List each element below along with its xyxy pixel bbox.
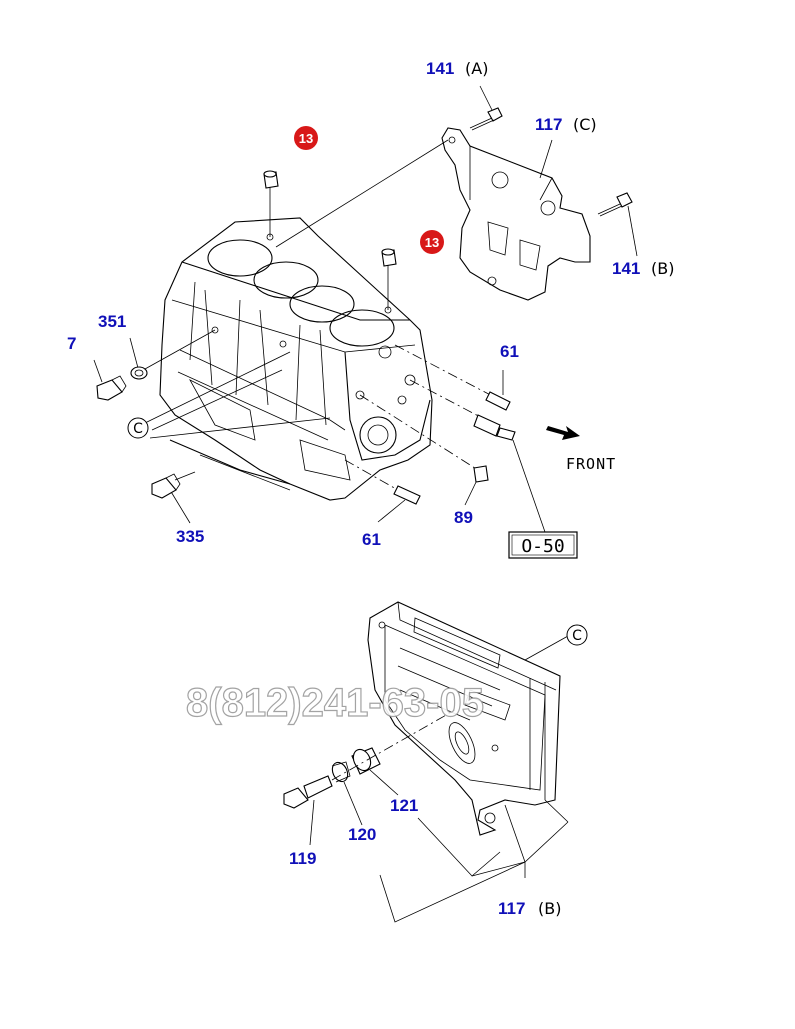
label-119[interactable]: 119	[289, 849, 316, 868]
center-lines	[344, 344, 501, 495]
label-141b-number: 141	[612, 259, 640, 278]
bolt-141b	[597, 192, 638, 257]
label-141b[interactable]: 141 (B)	[612, 259, 674, 278]
label-61-bottom[interactable]: 61	[362, 530, 381, 549]
ref-circle-lower-letter: C	[572, 628, 582, 644]
reference-box[interactable]: O-50	[508, 531, 578, 559]
reference-box-label: O-50	[521, 536, 564, 557]
label-121[interactable]: 121	[390, 796, 418, 815]
label-141a[interactable]: 141 (A)	[426, 59, 488, 78]
front-arrow	[546, 426, 580, 440]
plate-117b	[367, 601, 561, 836]
plate-117c	[441, 127, 591, 301]
label-117c-letter: (C)	[573, 115, 597, 134]
leader-lines-lower	[309, 635, 569, 923]
ref-circle-left-letter: C	[133, 421, 143, 437]
label-117b-letter: (B)	[538, 899, 561, 918]
small-parts-lower	[283, 709, 456, 809]
bolt-141a	[469, 85, 503, 131]
label-120[interactable]: 120	[348, 825, 376, 844]
ref-circle-lower: C	[566, 624, 588, 646]
ref-circle-left: C	[127, 417, 149, 439]
label-117b[interactable]: 117 (B)	[498, 899, 561, 918]
leader-lines-upper	[93, 139, 553, 533]
label-117b-number: 117	[498, 899, 525, 918]
label-141b-letter: (B)	[651, 259, 674, 278]
label-61-top[interactable]: 61	[500, 342, 519, 361]
label-141a-number: 141	[426, 59, 454, 78]
badge-13-middle: 13	[420, 230, 444, 254]
small-parts-upper	[96, 170, 516, 505]
label-117c[interactable]: 117 (C)	[535, 115, 597, 134]
label-89[interactable]: 89	[454, 508, 473, 527]
badge-13-top-text: 13	[299, 131, 313, 146]
label-141a-letter: (A)	[465, 59, 488, 78]
label-335[interactable]: 335	[176, 527, 204, 546]
cylinder-block	[159, 217, 433, 501]
badge-13-top: 13	[294, 126, 318, 150]
watermark-phone: 8(812)241-63-05	[186, 681, 484, 725]
label-351[interactable]: 351	[98, 312, 126, 331]
label-117c-number: 117	[535, 115, 562, 134]
label-7[interactable]: 7	[67, 334, 76, 353]
front-label: FRONT	[566, 455, 616, 473]
badge-13-middle-text: 13	[425, 235, 439, 250]
